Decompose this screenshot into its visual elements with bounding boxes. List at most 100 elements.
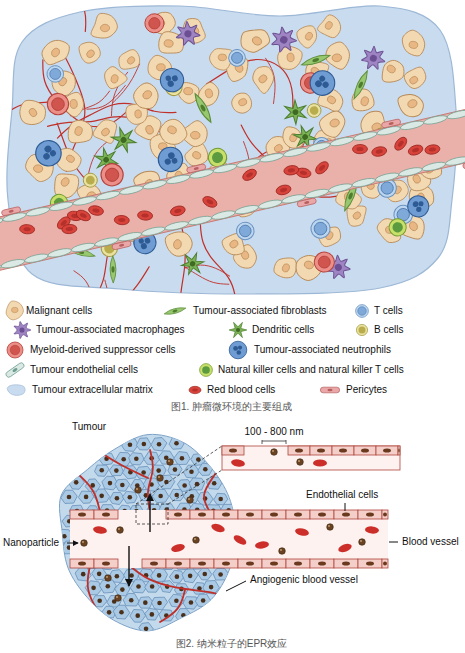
fibro-cell bbox=[300, 52, 331, 68]
illustration-part bbox=[62, 224, 78, 234]
part-label: Nanoparticle bbox=[3, 537, 59, 549]
flow-arrow bbox=[149, 494, 150, 532]
malignant-cell bbox=[402, 64, 430, 91]
cell-nucleus bbox=[246, 562, 254, 566]
cell-nucleus bbox=[157, 601, 162, 606]
legend-icon bbox=[320, 387, 339, 393]
cell-nucleus bbox=[174, 513, 182, 517]
cell-nucleus bbox=[84, 495, 89, 500]
endothelial-cell bbox=[353, 130, 378, 142]
cell-nucleus bbox=[339, 449, 347, 453]
tumour-cell bbox=[110, 492, 125, 504]
cell-nucleus bbox=[115, 496, 120, 501]
illustration-part bbox=[84, 174, 96, 186]
illustration-part bbox=[228, 239, 239, 250]
legend-text: Tumour-associated fibroblasts bbox=[193, 305, 327, 317]
tumour-cell bbox=[129, 453, 144, 465]
cell-nucleus bbox=[128, 495, 133, 500]
illustration-part bbox=[97, 160, 127, 190]
fibro-cell bbox=[351, 69, 370, 100]
illustration-part bbox=[309, 105, 320, 116]
angiogenic-vessel bbox=[78, 474, 100, 512]
illustration-part bbox=[74, 126, 84, 137]
illustration-part bbox=[280, 97, 311, 127]
illustration-part bbox=[318, 164, 326, 172]
cell-nucleus bbox=[102, 562, 110, 566]
tumour-cell bbox=[130, 609, 146, 622]
illustration-part bbox=[313, 221, 328, 236]
illustration-part bbox=[409, 41, 419, 49]
capillary bbox=[74, 271, 102, 308]
illustration-part bbox=[392, 135, 409, 152]
cell-nucleus bbox=[212, 481, 217, 486]
tumour-cell bbox=[213, 568, 228, 580]
cell-nucleus bbox=[144, 626, 149, 631]
endothelial-cell bbox=[306, 141, 331, 153]
dendritic-cell bbox=[280, 97, 311, 127]
cell-nucleus bbox=[173, 467, 178, 472]
illustration-part bbox=[306, 102, 323, 119]
cell-nucleus bbox=[97, 598, 102, 603]
endothelial-cell bbox=[70, 559, 94, 568]
endothelial-cell bbox=[288, 446, 310, 455]
legend-icon bbox=[14, 321, 31, 338]
red-blood-cell bbox=[230, 458, 245, 468]
legend-icon bbox=[7, 342, 23, 358]
endothelial-cell bbox=[47, 247, 72, 259]
cell-nucleus bbox=[134, 456, 139, 461]
angiogenic-vessel bbox=[88, 566, 100, 615]
cell-nucleus bbox=[67, 495, 72, 500]
illustration-part bbox=[1, 206, 21, 216]
dimension-label: 100 - 800 nm bbox=[234, 426, 314, 438]
cell-nucleus bbox=[143, 600, 148, 605]
illustration-part bbox=[202, 366, 210, 374]
endothelial-cell bbox=[190, 510, 214, 519]
cell-nucleus bbox=[198, 562, 206, 566]
illustration-part bbox=[186, 164, 206, 174]
illustration-part bbox=[317, 255, 331, 269]
illustration-part bbox=[145, 124, 155, 135]
illustration-part bbox=[281, 263, 290, 273]
illustration-part bbox=[204, 88, 213, 98]
red-blood-cell bbox=[275, 184, 292, 197]
endothelial-cell bbox=[214, 559, 238, 568]
nanoparticle bbox=[193, 537, 200, 544]
endothelial-cell bbox=[262, 510, 286, 519]
legend-icon bbox=[189, 386, 201, 393]
cell-nucleus bbox=[106, 584, 111, 589]
legend-icon bbox=[356, 305, 369, 318]
illustration-part bbox=[119, 136, 127, 144]
illustration-part bbox=[352, 210, 362, 220]
nanoparticle-highlight bbox=[272, 450, 274, 452]
red-blood-cell bbox=[371, 146, 388, 158]
illustration-part bbox=[251, 35, 263, 46]
cell-nucleus bbox=[121, 457, 126, 462]
endothelial-cell bbox=[70, 510, 94, 519]
legend-icon bbox=[5, 362, 25, 379]
nanoparticle bbox=[327, 524, 334, 531]
endothelial-cell bbox=[286, 559, 310, 568]
endothelial-cell bbox=[375, 171, 400, 183]
tcell-cell bbox=[233, 219, 257, 243]
illustration-part bbox=[283, 165, 299, 176]
region-label: Tumour bbox=[72, 421, 106, 433]
capillary bbox=[39, 0, 74, 1]
tumour-cell bbox=[92, 568, 107, 580]
malignant-cell bbox=[349, 86, 378, 115]
endothelial-cell bbox=[310, 446, 332, 455]
tumour-cell bbox=[151, 437, 167, 450]
endothelial-cell bbox=[376, 446, 398, 455]
cell-nucleus bbox=[128, 442, 133, 447]
illustration-part bbox=[166, 125, 177, 135]
endothelial-cell bbox=[164, 220, 189, 232]
tumour-cell bbox=[182, 569, 198, 583]
endothelial-cell bbox=[334, 559, 358, 568]
leader-line bbox=[389, 542, 398, 543]
endothelial-cell bbox=[190, 559, 214, 568]
dendritic-cell bbox=[179, 250, 206, 278]
illustration-part bbox=[138, 238, 145, 245]
legend-text: T cells bbox=[374, 305, 403, 317]
bcell-cell bbox=[80, 170, 100, 190]
malignant-cell bbox=[248, 62, 280, 95]
endothelial-cell bbox=[351, 177, 376, 189]
